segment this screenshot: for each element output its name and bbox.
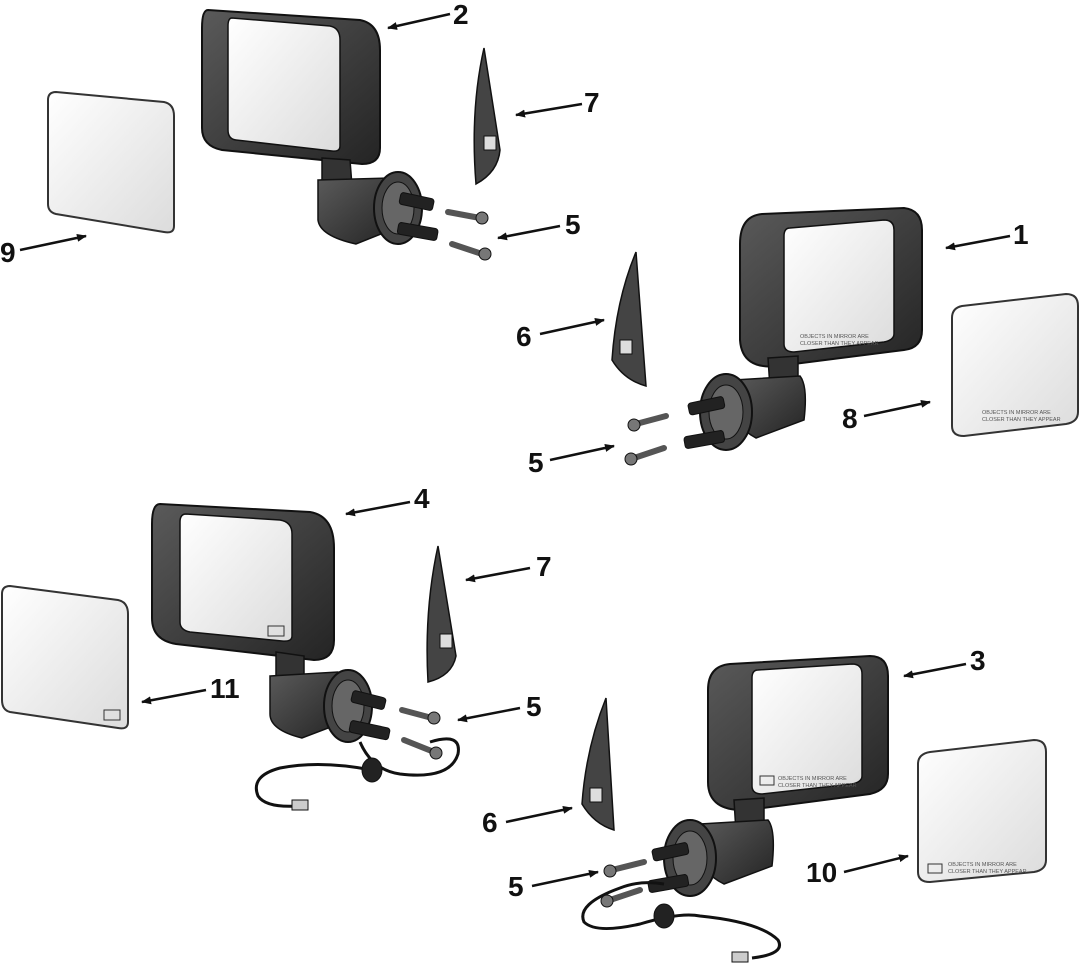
mirror-assembly-right-heated: OBJECTS IN MIRROR ARE CLOSER THAN THEY A… (581, 654, 889, 963)
arrow-3 (903, 662, 967, 679)
warning-text-line2: CLOSER THAN THEY APPEAR (800, 341, 879, 347)
callout-arrows (19, 12, 1011, 888)
arrow-7b (465, 566, 531, 583)
callout-5: 5 (565, 209, 581, 240)
arrow-6a (539, 318, 605, 336)
mirror-assembly-right-manual: OBJECTS IN MIRROR ARE CLOSER THAN THEY A… (683, 206, 923, 451)
arrow-5a (497, 224, 561, 241)
mirror-glass-inset (227, 17, 341, 152)
mounting-stud (350, 690, 387, 710)
heat-icon (267, 625, 285, 637)
arrow-11 (141, 688, 207, 705)
arrow-5b (549, 444, 615, 462)
warning-text-line2: CLOSER THAN THEY APPEAR (778, 783, 857, 789)
arrow-6b (505, 805, 573, 824)
mounting-stud (647, 874, 690, 893)
mounting-stud (687, 396, 726, 416)
mounting-stud (348, 720, 391, 741)
mirror-glass-left-heated (0, 584, 129, 730)
screw-pair (624, 413, 669, 466)
callout-3: 3 (970, 645, 986, 676)
warning-text-line1: OBJECTS IN MIRROR ARE (800, 334, 869, 340)
arrow-5d (531, 869, 599, 888)
screw-pair (399, 707, 443, 760)
arrow-2 (387, 12, 451, 30)
callout-5: 5 (526, 691, 542, 722)
harness-clip (653, 903, 675, 929)
mirror-glass-inset (783, 219, 895, 353)
arrow-4 (345, 500, 411, 517)
mounting-stud (396, 222, 439, 241)
heat-icon (103, 709, 121, 721)
callout-11: 11 (210, 673, 240, 704)
callout-4: 4 (414, 483, 430, 514)
mirror-glass-inset (179, 513, 293, 642)
screw-pair (445, 209, 492, 261)
arrow-8 (863, 399, 931, 418)
heat-icon (759, 775, 775, 786)
mirror-cover-triangle (473, 47, 501, 186)
callout-5: 5 (528, 447, 544, 478)
callout-7: 7 (536, 551, 552, 582)
mirror-glass-left (47, 90, 175, 234)
arrow-9 (19, 233, 87, 252)
mirror-glass-right: OBJECTS IN MIRROR ARE CLOSER THAN THEY A… (951, 292, 1079, 438)
warning-text-line1: OBJECTS IN MIRROR ARE (778, 776, 847, 782)
callout-8: 8 (842, 403, 858, 434)
callout-9: 9 (0, 237, 16, 268)
callout-7: 7 (584, 87, 600, 118)
callout-labels: 2 7 5 9 1 6 8 5 4 7 11 5 3 6 10 5 (0, 0, 1029, 902)
arrow-7a (515, 102, 583, 118)
callout-1: 1 (1013, 219, 1029, 250)
mirror-glass-inset (751, 663, 863, 795)
mirror-assembly-left-heated (151, 502, 460, 811)
mounting-stud (651, 842, 690, 862)
mirror-cover-triangle (611, 251, 647, 388)
mirror-assembly-left-manual (201, 8, 439, 245)
mounting-stud (683, 430, 726, 449)
warning-text-line1: OBJECTS IN MIRROR ARE (982, 410, 1051, 416)
heat-icon (927, 863, 943, 874)
callout-5: 5 (508, 871, 524, 902)
callout-6: 6 (516, 321, 532, 352)
warning-text-line1: OBJECTS IN MIRROR ARE (948, 862, 1017, 868)
arrow-5c (457, 706, 521, 723)
harness-clip (361, 757, 383, 783)
wiring-harness (581, 881, 781, 960)
mirror-cover-triangle (581, 697, 615, 832)
mounting-stud (398, 192, 435, 211)
harness-connector (731, 951, 749, 963)
screw-pair (600, 859, 647, 908)
callout-2: 2 (453, 0, 469, 30)
arrow-1 (945, 234, 1011, 251)
callout-6: 6 (482, 807, 498, 838)
warning-text-line2: CLOSER THAN THEY APPEAR (948, 869, 1027, 875)
mirror-glass-right-heated: OBJECTS IN MIRROR ARE CLOSER THAN THEY A… (917, 738, 1047, 884)
harness-connector (291, 799, 309, 811)
warning-text-line2: CLOSER THAN THEY APPEAR (982, 417, 1061, 423)
arrow-10 (843, 854, 909, 874)
callout-10: 10 (806, 857, 837, 888)
mirror-cover-triangle (426, 545, 457, 683)
